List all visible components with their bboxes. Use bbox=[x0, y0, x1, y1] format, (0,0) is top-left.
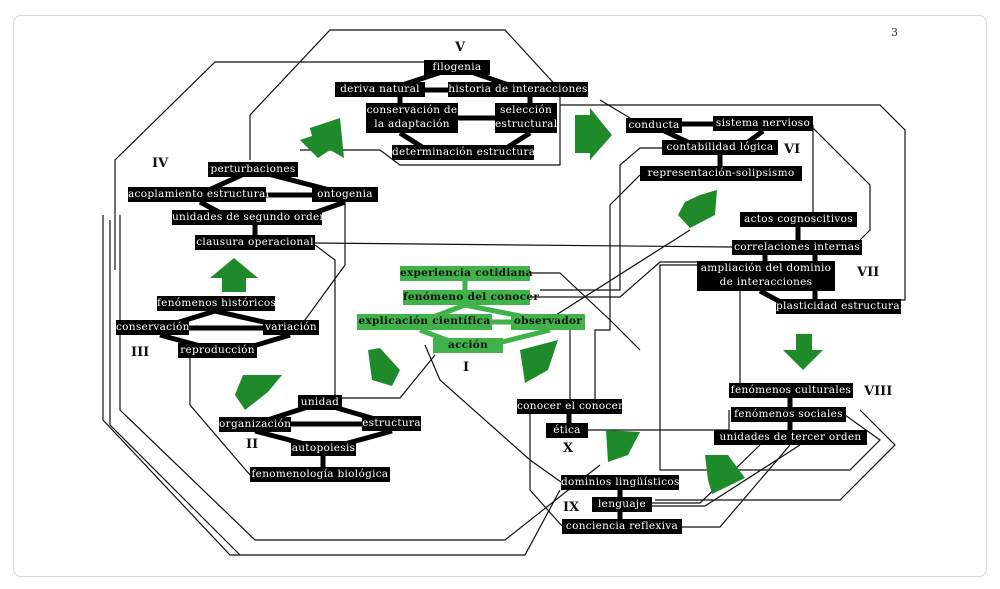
arrow-icon-9 bbox=[606, 430, 640, 462]
node-etica: ética bbox=[546, 423, 588, 438]
node-actos-cognoscitivos: actos cognoscitivos bbox=[740, 212, 857, 227]
node-autopoiesis: autopoiesis bbox=[291, 441, 356, 456]
node-reproduccion: reproducción bbox=[178, 343, 257, 358]
node-conservacion: conservación bbox=[116, 320, 190, 335]
node-historia-interacciones: historia de interacciones bbox=[448, 82, 588, 97]
outline-outer-2 bbox=[109, 220, 241, 556]
node-organizacion: organización bbox=[219, 417, 292, 432]
node-lenguaje: lenguaje bbox=[592, 497, 652, 512]
line-conciencia bbox=[682, 444, 791, 528]
cluster-numeral-iv: IV bbox=[152, 156, 169, 171]
outline-VIII-b bbox=[659, 264, 881, 471]
cluster-numeral-viii: VIII bbox=[864, 384, 893, 399]
node-clausura-operacional: clausura operacional bbox=[195, 235, 315, 250]
node-fenomenos-culturales: fenómenos culturales bbox=[729, 383, 853, 398]
cluster-numeral-v: V bbox=[455, 40, 466, 55]
arrow-icon-2 bbox=[575, 108, 612, 160]
node-sistema-nervioso: sistema nervioso bbox=[713, 116, 813, 131]
outline-VIII bbox=[655, 409, 896, 501]
arrow-icon-10 bbox=[705, 455, 745, 494]
node-dominios-linguisticos: dominios lingüísticos bbox=[561, 475, 680, 490]
node-ontogenia: ontogenia bbox=[312, 187, 378, 202]
node-experiencia-cotidiana: experiencia cotidiana bbox=[400, 266, 533, 281]
node-contabilidad-logica: contabilidad lógica bbox=[662, 140, 778, 155]
cluster-numeral-i: I bbox=[463, 360, 470, 375]
node-fenomenos-sociales: fenómenos sociales bbox=[731, 407, 846, 422]
node-variacion: variación bbox=[263, 320, 319, 335]
line-contab bbox=[540, 147, 662, 291]
arrow-icon-8 bbox=[783, 334, 823, 370]
node-plasticidad-estructural: plasticidad estructural bbox=[776, 299, 904, 314]
node-representacion-solipsismo: representación-solipsismo bbox=[640, 166, 802, 181]
node-unidades-tercer-orden: unidades de tercer orden bbox=[714, 430, 867, 445]
arrow-icon-5 bbox=[368, 348, 400, 386]
outline-outer-1 bbox=[102, 215, 561, 556]
line-conocer bbox=[529, 414, 563, 527]
cluster-numeral-vi: VI bbox=[784, 142, 801, 157]
cluster-numeral-ix: IX bbox=[563, 500, 580, 515]
arrow-icon-3 bbox=[210, 258, 258, 292]
outline-VI-inner bbox=[809, 124, 871, 241]
node-unidades-segundo-orden: unidades de segundo orden bbox=[172, 210, 327, 225]
line-representacion bbox=[594, 174, 641, 400]
node-fenomenos-historicos: fenómenos históricos bbox=[157, 296, 277, 311]
line-reproduccion bbox=[189, 358, 251, 476]
line-unidad bbox=[342, 354, 436, 399]
line-observador-2 bbox=[544, 229, 691, 323]
cluster-numeral-vii: VII bbox=[857, 265, 880, 280]
node-seleccion-estructural: selección estructural bbox=[495, 103, 557, 133]
node-conducta: conducta bbox=[626, 118, 682, 133]
node-unidad: unidad bbox=[298, 395, 342, 410]
node-observador: observador bbox=[511, 314, 585, 330]
page-number: 3 bbox=[891, 26, 898, 39]
node-conocer-el-conocer: conocer el conocer bbox=[517, 399, 624, 414]
line-clausura bbox=[314, 242, 733, 248]
node-fenomenologia-biologica: fenomenología biológica bbox=[250, 467, 390, 482]
outline-VI bbox=[560, 104, 906, 301]
cluster-numeral-iii: III bbox=[131, 345, 150, 360]
line-clausura-diag bbox=[314, 244, 343, 399]
node-estructura: estructura bbox=[362, 416, 421, 431]
node-explicacion-cientifica: explicación científica bbox=[357, 314, 492, 330]
node-perturbaciones: perturbaciones bbox=[208, 162, 298, 177]
node-fenomeno-del-conocer: fenómeno del conocer bbox=[403, 290, 540, 305]
line-experiencia bbox=[530, 272, 641, 351]
node-ampliacion-dominio: ampliación del dominio de interacciones bbox=[697, 261, 835, 291]
node-correlaciones-internas: correlaciones internas bbox=[732, 240, 862, 255]
outline-outer-3 bbox=[119, 215, 601, 541]
node-deriva-natural: deriva natural bbox=[335, 82, 425, 97]
line-conducta bbox=[599, 99, 631, 119]
arrow-icon-4 bbox=[235, 375, 282, 410]
node-determinacion-estructural: determinación estructural bbox=[392, 145, 539, 160]
line-lenguaje bbox=[652, 444, 761, 504]
cluster-numeral-x: X bbox=[563, 441, 574, 456]
line-fenomeno bbox=[530, 261, 697, 298]
node-conservacion-adaptacion: conservación de la adaptación bbox=[366, 103, 458, 133]
node-accion: acción bbox=[433, 338, 503, 353]
arrow-icon-6 bbox=[520, 340, 558, 383]
arrow-icon-7 bbox=[678, 190, 717, 228]
node-conciencia-reflexiva: conciencia reflexiva bbox=[562, 519, 682, 534]
line-lenguaje2 bbox=[652, 444, 801, 507]
arrow-icon-1 bbox=[300, 118, 344, 158]
node-filogenia: filogenia bbox=[424, 60, 490, 75]
node-acoplamiento-estructural: acoplamiento estructural bbox=[128, 187, 270, 202]
line-accion bbox=[424, 344, 562, 483]
cluster-numeral-ii: II bbox=[246, 437, 259, 452]
outline-IV bbox=[114, 61, 465, 270]
